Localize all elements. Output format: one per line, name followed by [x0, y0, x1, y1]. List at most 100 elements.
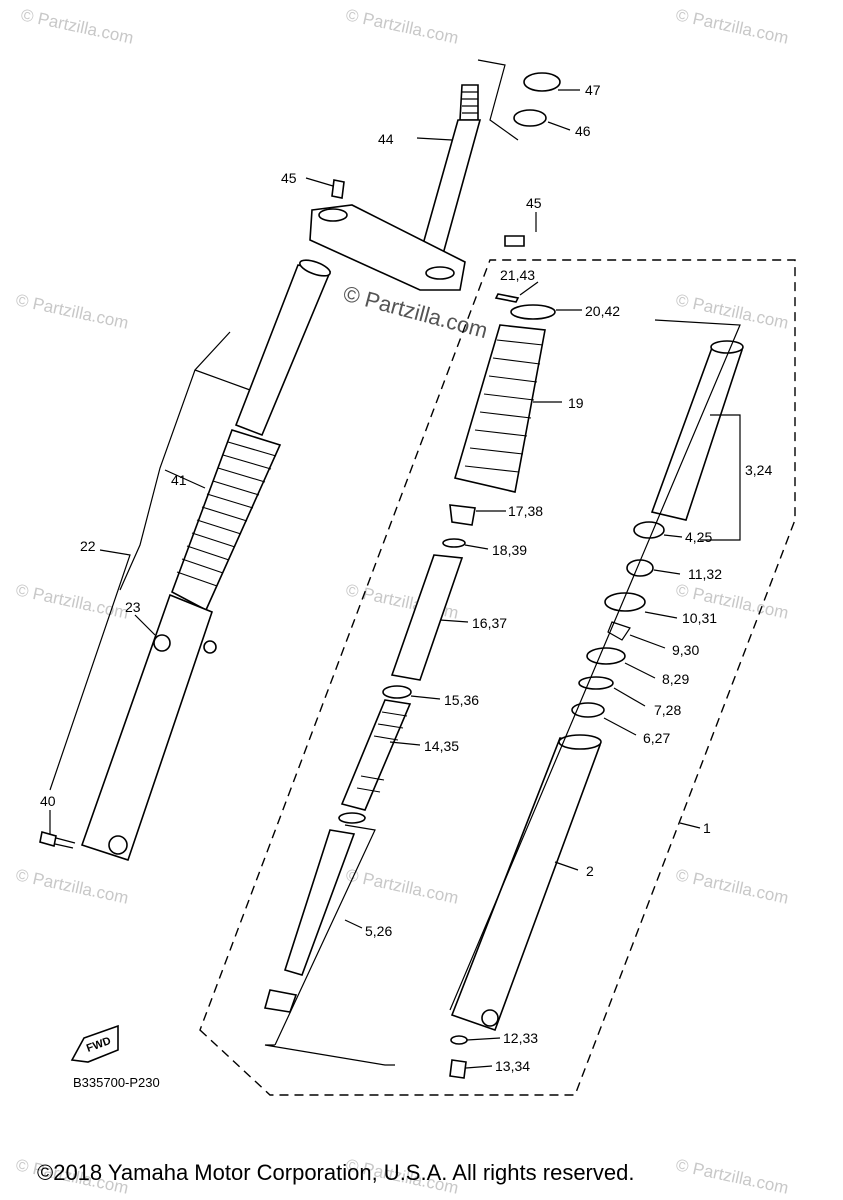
o-ring-18 — [442, 538, 466, 548]
seal-10 — [604, 592, 646, 612]
callout-3-24: 3,24 — [745, 462, 772, 478]
part-1-bracket — [449, 319, 741, 1011]
callout-labels: 47 46 44 45 45 21,43 20,42 19 17,38 18,3… — [40, 82, 772, 1074]
callout-18-39: 18,39 — [492, 542, 527, 558]
callout-16-37: 16,37 — [472, 615, 507, 631]
watermark-text: © Partzilla.com — [674, 290, 790, 332]
outer-tube — [80, 593, 213, 862]
watermark-text: © Partzilla.com — [674, 865, 790, 907]
steering-stem — [309, 59, 561, 291]
callout-8-29: 8,29 — [662, 671, 689, 687]
axle-hole — [108, 835, 128, 855]
callout-22: 22 — [80, 538, 96, 554]
assembled-fork — [39, 259, 332, 862]
callout-15-36: 15,36 — [444, 692, 479, 708]
axle-boss — [153, 634, 171, 652]
bolt-40 — [39, 830, 57, 848]
bolt-40-thread — [54, 837, 76, 849]
callout-4-25: 4,25 — [685, 529, 712, 545]
watermark-text: © Partzilla.com — [14, 865, 130, 907]
bolt-45-left — [331, 179, 345, 199]
watermark-text: © Partzilla.com — [14, 290, 130, 332]
cap-bolt-17 — [449, 504, 476, 526]
inner-tube-3-top — [710, 340, 744, 354]
outer-tube-2-axle — [481, 1009, 499, 1027]
callout-20-42: 20,42 — [585, 303, 620, 319]
callout-7-28: 7,28 — [654, 702, 681, 718]
watermark-text: © Partzilla.com — [674, 1155, 790, 1197]
watermark-text: © Partzilla.com — [674, 5, 790, 47]
bolt-13 — [449, 1059, 467, 1079]
seal-8 — [586, 647, 626, 665]
inner-tube — [234, 264, 332, 437]
callout-44: 44 — [378, 131, 394, 147]
watermark-text: © Partzilla.com — [344, 5, 460, 47]
boot-ribs — [464, 339, 544, 473]
spring-14 — [340, 699, 412, 811]
ring-seat — [338, 812, 366, 824]
bracket-hole-right — [425, 266, 455, 280]
damper-rod-bracket — [274, 824, 376, 1046]
bushing-4 — [633, 521, 665, 539]
outer-tube-2-top — [558, 734, 602, 750]
spring-coils — [356, 711, 408, 793]
copyright-notice: ©2018 Yamaha Motor Corporation, U.S.A. A… — [37, 1160, 634, 1185]
outer-tube-2 — [450, 737, 602, 1032]
damper-rod-5 — [283, 829, 356, 976]
clip-9 — [607, 621, 631, 641]
callout-5-26: 5,26 — [365, 923, 392, 939]
bellows-ribs — [176, 441, 277, 587]
inner-tube-3 — [650, 344, 744, 521]
callout-46: 46 — [575, 123, 591, 139]
callout-21-43: 21,43 — [500, 267, 535, 283]
watermark-text: © Partzilla.com — [344, 865, 460, 907]
callout-1: 1 — [703, 820, 711, 836]
fork-internals — [263, 293, 556, 1066]
part-46-washer — [513, 109, 547, 127]
clamp-20 — [510, 304, 556, 320]
callout-45a: 45 — [281, 170, 297, 186]
damper-rod-bracket-lower — [264, 1044, 395, 1066]
screw-21 — [494, 293, 520, 303]
bolt-45-right — [504, 235, 525, 247]
ring-6 — [571, 702, 605, 718]
mount-boss — [203, 640, 217, 654]
callout-19: 19 — [568, 395, 584, 411]
washer-7 — [578, 676, 614, 690]
callout-45b: 45 — [526, 195, 542, 211]
callout-2: 2 — [586, 863, 594, 879]
callout-12-33: 12,33 — [503, 1030, 538, 1046]
callout-23: 23 — [125, 599, 141, 615]
leader-lines — [49, 89, 701, 1069]
dust-boot-19 — [453, 324, 546, 493]
callout-40: 40 — [40, 793, 56, 809]
stem-thread — [459, 84, 479, 121]
callout-6-27: 6,27 — [643, 730, 670, 746]
callout-17-38: 17,38 — [508, 503, 543, 519]
callout-10-31: 10,31 — [682, 610, 717, 626]
callout-47: 47 — [585, 82, 601, 98]
bracket-hole-left — [318, 208, 348, 222]
callout-11-32: 11,32 — [688, 566, 722, 582]
washer-15 — [382, 685, 412, 699]
watermark-text: © Partzilla.com — [19, 5, 135, 47]
stem-bracket-line — [477, 59, 519, 141]
part-47-nut — [523, 72, 561, 92]
under-bracket — [309, 204, 466, 291]
callout-13-34: 13,34 — [495, 1058, 530, 1074]
callout-41: 41 — [171, 472, 187, 488]
fwd-arrow: FWD — [70, 1024, 119, 1063]
inner-tube-top — [299, 259, 331, 277]
part-3-24-bracket — [700, 414, 741, 541]
fwd-arrow-shape — [70, 1024, 119, 1063]
fork-assembly-outline — [199, 259, 796, 1096]
center-watermark: © Partzilla.com — [341, 281, 491, 344]
washer-12 — [450, 1035, 468, 1045]
watermark-text: © Partzilla.com — [14, 580, 130, 622]
callout-14-35: 14,35 — [424, 738, 459, 754]
tube-components — [449, 319, 744, 1079]
bellows — [171, 429, 282, 612]
diagram-code: B335700-P230 — [73, 1075, 160, 1090]
